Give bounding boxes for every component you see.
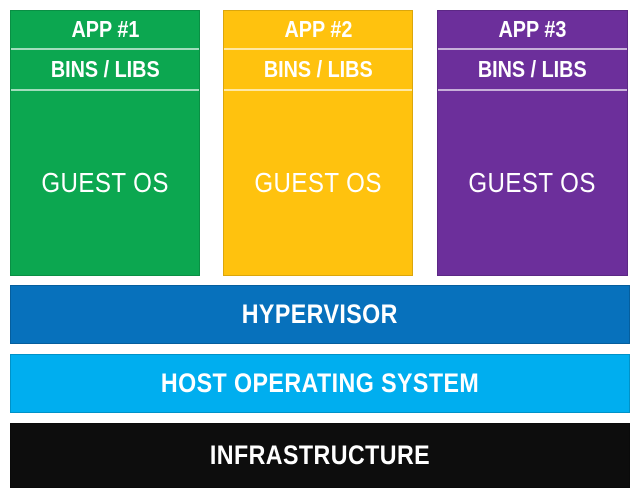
- host-operating-system-layer: HOST OPERATING SYSTEM: [10, 354, 630, 413]
- bins-libs-section-2: BINS / LIBS: [224, 50, 412, 91]
- bins-libs-label-2: BINS / LIBS: [263, 56, 373, 82]
- infrastructure-layer: INFRASTRUCTURE: [10, 423, 630, 488]
- guest-os-section-1: GUEST OS: [11, 91, 199, 275]
- app1-section: APP #1: [11, 11, 199, 50]
- bins-libs-label-1: BINS / LIBS: [50, 56, 160, 82]
- hypervisor-label: HYPERVISOR: [241, 299, 399, 329]
- bins-libs-section-3: BINS / LIBS: [438, 50, 627, 91]
- app3-section: APP #3: [438, 11, 627, 50]
- hypervisor-layer: HYPERVISOR: [10, 285, 630, 344]
- guest-os-label-1: GUEST OS: [41, 167, 169, 198]
- app3-label: APP #3: [498, 16, 567, 42]
- vm-column-3: APP #3 BINS / LIBS GUEST OS: [437, 10, 628, 276]
- app1-label: APP #1: [71, 16, 139, 42]
- bins-libs-label-3: BINS / LIBS: [478, 56, 587, 82]
- guest-os-label-2: GUEST OS: [254, 167, 382, 198]
- guest-os-label-3: GUEST OS: [468, 167, 597, 198]
- vm-column-2: APP #2 BINS / LIBS GUEST OS: [223, 10, 413, 276]
- guest-os-section-2: GUEST OS: [224, 91, 412, 275]
- bins-libs-section-1: BINS / LIBS: [11, 50, 199, 91]
- app2-section: APP #2: [224, 11, 412, 50]
- infrastructure-label: INFRASTRUCTURE: [209, 440, 431, 470]
- guest-os-section-3: GUEST OS: [438, 91, 627, 275]
- vm-column-1: APP #1 BINS / LIBS GUEST OS: [10, 10, 200, 276]
- app2-label: APP #2: [284, 16, 352, 42]
- host-operating-system-label: HOST OPERATING SYSTEM: [160, 368, 480, 398]
